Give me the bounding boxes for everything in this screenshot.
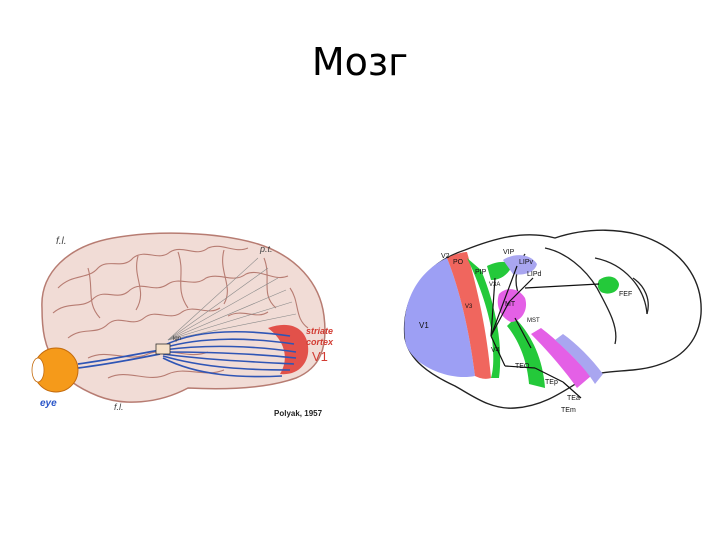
area-lip [503,255,537,275]
optic-radiation [162,330,297,378]
v3a-label: V3A [489,282,500,288]
v1-label-left: V1 [312,349,328,364]
tep-label: TEp [545,379,558,386]
striate-cortex-area [268,324,309,375]
lipv-label: LIPv [519,259,534,266]
pt-label: p.t. [259,244,273,254]
area-te-magenta [531,328,591,388]
teo-label: TEO [515,363,530,370]
area-te-lavender [555,334,603,384]
mt-label: MT [505,301,516,308]
v4-label: V4 [491,347,500,354]
eye-label: eye [40,398,57,409]
fl-bottom-label: f.l. [114,402,124,412]
striate-label-line2: cortex [306,337,334,347]
lgn-label: lgn [173,336,181,342]
lipd-label: LIPd [527,271,542,278]
v3-label: V3 [465,304,473,310]
brain-outline [41,232,326,403]
area-v2 [447,252,491,379]
area-pip-green [487,261,513,280]
tea-label: TEa [567,395,580,402]
monkey-cortex-visual-areas-diagram: V1 V2 PO VIP LIPv PIP LIPd V3A V3 MT MST… [403,229,702,414]
tem-label: TEm [561,407,576,414]
mst-label: MST [527,318,540,324]
po-label: PO [453,259,464,266]
area-v4-green [507,318,545,388]
v2-label: V2 [441,253,450,260]
fl-top-label: f.l. [56,236,67,247]
fef-label: FEF [619,291,632,298]
area-fef [597,276,619,294]
area-v1 [404,258,475,378]
optic-nerve [77,349,161,369]
lgn-box [155,343,171,355]
gyri-lines [52,245,309,379]
vip-label: VIP [503,249,515,256]
v1-label: V1 [419,321,429,330]
credit-label: Polyak, 1957 [274,409,323,418]
slide-title: Мозг [311,40,409,84]
area-v3 [467,258,501,378]
pathway-arrows [490,265,600,399]
pip-label: PIP [475,269,487,276]
human-brain-visual-pathway-illustration: lgn f.l. p.t. striate cortex V1 eye f.l.… [31,232,334,418]
radiation-fibers [167,257,297,341]
striate-label-line1: striate [306,326,333,336]
